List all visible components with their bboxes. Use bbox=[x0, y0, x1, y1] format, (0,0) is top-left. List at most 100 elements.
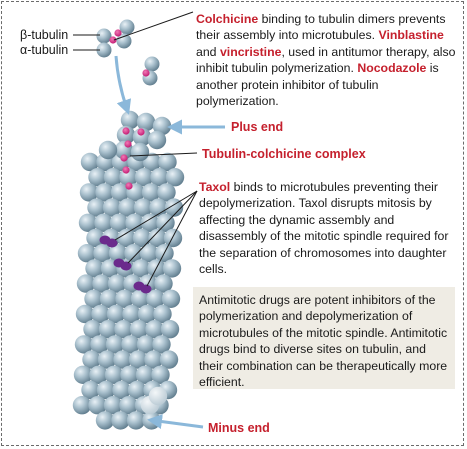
colchicine-marker bbox=[120, 154, 128, 162]
tubulin-bead bbox=[125, 213, 144, 232]
taxol-leader-lines bbox=[114, 190, 198, 287]
tubulin-bead bbox=[136, 112, 156, 132]
tubulin-bead-back bbox=[148, 386, 168, 406]
tubulin-bead bbox=[150, 168, 169, 187]
tubulin-bead bbox=[99, 289, 119, 308]
tubulin-bead bbox=[74, 335, 94, 354]
tubulin-bead bbox=[116, 125, 136, 145]
tubulin-bead bbox=[140, 213, 160, 232]
tubulin-bead bbox=[145, 320, 164, 339]
tubulin-bead bbox=[135, 365, 155, 384]
tubulin-bead bbox=[134, 168, 154, 187]
tubulin-bead bbox=[141, 183, 161, 202]
tubulin-bead bbox=[148, 228, 167, 248]
tubulin-dimer-labeled bbox=[96, 28, 117, 58]
beta-tubulin-label: β-tubulin bbox=[20, 28, 69, 42]
tubulin-bead bbox=[139, 244, 159, 263]
tubulin-dimer-free bbox=[142, 56, 160, 86]
tubulin-bead bbox=[118, 198, 137, 217]
vinblastine-term: Vinblastine bbox=[378, 28, 444, 43]
tubulin-bead bbox=[165, 168, 185, 187]
alpha-tubulin-label: α-tubulin bbox=[20, 43, 69, 57]
taxol-marker bbox=[140, 284, 152, 294]
tubulin-bead bbox=[93, 244, 112, 263]
tubulin-bead bbox=[132, 228, 152, 248]
tubulin-bead bbox=[94, 213, 113, 232]
tubulin-bead bbox=[110, 183, 130, 202]
tubulin-bead bbox=[151, 365, 170, 384]
tubulin-bead bbox=[88, 396, 107, 415]
tubulin-bead bbox=[161, 289, 181, 308]
tubulin-bead bbox=[80, 152, 100, 172]
tubulin-bead bbox=[120, 365, 139, 384]
colchicine-text: binding to tubulin dimers prevents their… bbox=[196, 12, 446, 43]
tubulin-bead bbox=[103, 396, 123, 415]
colchicine-marker bbox=[122, 166, 130, 174]
tubulin-bead bbox=[160, 320, 180, 339]
tubulin-bead bbox=[137, 304, 157, 324]
tubulin-bead bbox=[96, 380, 116, 400]
tubulin-bead bbox=[91, 304, 110, 324]
tubulin-bead bbox=[122, 304, 141, 324]
tubulin-bead bbox=[152, 116, 172, 136]
tubulin-bead bbox=[84, 289, 103, 308]
tubulin-bead bbox=[119, 396, 138, 415]
tubulin-bead bbox=[152, 335, 171, 354]
taxol-term: Taxol bbox=[199, 180, 231, 194]
complex-leader-line bbox=[129, 152, 198, 157]
tubulin-bead bbox=[124, 244, 143, 263]
tubulin-bead bbox=[126, 411, 146, 430]
tubulin-bead bbox=[159, 350, 179, 369]
tubulin-bead bbox=[115, 289, 134, 308]
tubulin-bead bbox=[144, 350, 163, 369]
tubulin-bead bbox=[95, 183, 114, 202]
plus-end-label: Plus end bbox=[231, 120, 284, 134]
tubulin-bead bbox=[156, 213, 175, 232]
tubulin-bead bbox=[153, 304, 172, 324]
tubulin-bead bbox=[162, 259, 182, 278]
tubulin-bead bbox=[157, 183, 176, 202]
minus-end-arrow bbox=[147, 414, 204, 430]
tubulin-bead bbox=[86, 228, 105, 248]
tubulin-bead bbox=[164, 198, 184, 217]
tubulin-bead bbox=[136, 335, 156, 354]
colchicine-paragraph: Colchicine binding to tubulin dimers pre… bbox=[196, 11, 460, 109]
microtubule-body bbox=[72, 152, 185, 430]
tubulin-bead bbox=[111, 411, 130, 430]
tubulin-bead bbox=[149, 198, 168, 217]
tubulin-bead bbox=[128, 350, 148, 369]
tubulin-bead bbox=[98, 140, 118, 160]
tubulin-bead bbox=[117, 228, 136, 248]
antimitotic-note-box: Antimitotic drugs are potent inhibitors … bbox=[193, 287, 455, 389]
tubulin-bead bbox=[76, 274, 96, 293]
tubulin-bead bbox=[113, 350, 132, 369]
tubulin-dimer-colchicine bbox=[114, 19, 135, 49]
tubulin-bead bbox=[109, 213, 129, 232]
colchicine-marker bbox=[125, 182, 133, 190]
tubulin-bead bbox=[104, 365, 124, 384]
colchicine-marker bbox=[122, 127, 130, 135]
and-text: and bbox=[196, 44, 220, 59]
vinca-text: , used in antitumor therapy, also inhibi… bbox=[196, 44, 456, 76]
tubulin-bead bbox=[133, 198, 153, 217]
taxol-marker bbox=[106, 238, 118, 248]
assembly-arrow bbox=[114, 55, 132, 115]
tubulin-bead bbox=[114, 320, 133, 339]
colchicine-term: Colchicine bbox=[196, 12, 259, 26]
tubulin-bead bbox=[158, 152, 177, 172]
tubulin-bead bbox=[106, 304, 126, 324]
tubulin-bead bbox=[88, 168, 107, 187]
tubulin-bead bbox=[130, 142, 150, 162]
vincristine-term: vincristine bbox=[219, 44, 282, 59]
taxol-marker bbox=[120, 261, 132, 271]
tubulin-bead bbox=[79, 183, 99, 202]
taxol-text: binds to microtubules preventing their d… bbox=[199, 180, 449, 277]
complex-label: Tubulin-colchicine complex bbox=[202, 147, 366, 161]
tubulin-bead bbox=[75, 304, 95, 324]
tubulin-bead bbox=[73, 365, 93, 384]
tubulin-bead bbox=[87, 198, 106, 217]
tubulin-bead bbox=[81, 380, 100, 400]
tubulin-bead bbox=[83, 320, 102, 339]
